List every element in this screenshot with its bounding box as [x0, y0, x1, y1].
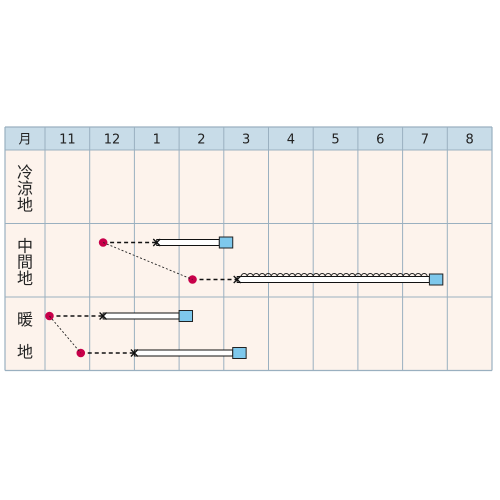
month-label: 8	[466, 133, 474, 148]
growth-period-bar	[156, 239, 220, 246]
month-label: 1	[153, 133, 161, 148]
harvest-period-box	[428, 273, 444, 286]
region-label-char: 暖	[17, 310, 33, 329]
region-label-char: 地	[17, 195, 33, 214]
harvest-period-box	[232, 347, 247, 359]
growth-period-bar	[236, 276, 430, 283]
harvest-period-box	[178, 310, 194, 322]
month-label: 12	[104, 133, 121, 148]
growth-period-bar	[133, 349, 234, 357]
harvest-period-box	[218, 236, 234, 249]
sowing-connector-line	[102, 242, 193, 280]
header-background	[5, 127, 492, 150]
month-label: 7	[421, 133, 429, 148]
growth-period-bar	[102, 312, 180, 320]
planting-cross-mark	[152, 238, 161, 247]
month-label: 5	[331, 133, 339, 148]
planting-cross-mark	[130, 349, 139, 357]
month-label: 11	[59, 133, 76, 148]
month-label: 3	[242, 133, 250, 148]
month-label: 4	[287, 133, 295, 148]
region-label-char: 涼	[17, 179, 33, 198]
body-background	[5, 150, 492, 371]
month-label: 6	[376, 133, 384, 148]
sowing-connector-line	[49, 315, 82, 354]
region-label-char: 冷	[17, 163, 33, 182]
planting-cross-mark	[233, 275, 242, 284]
region-label-char: 中	[17, 237, 33, 256]
region-label-char: 地	[17, 342, 33, 361]
tunnel-arc-mark	[240, 273, 428, 277]
month-label: 2	[197, 133, 205, 148]
region-label-char: 間	[17, 253, 33, 272]
region-label-char: 地	[17, 269, 33, 288]
corner-label: 月	[18, 133, 31, 148]
planting-cross-mark	[99, 312, 108, 320]
